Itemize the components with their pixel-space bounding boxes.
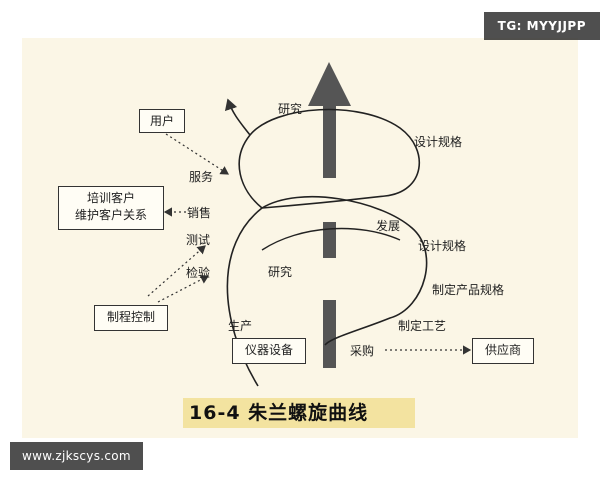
label-process: 制定工艺	[398, 318, 446, 333]
box-instruments-label: 仪器设备	[244, 343, 293, 357]
label-research-upper: 研究	[278, 101, 302, 116]
label-service: 服务	[189, 169, 213, 184]
box-supplier: 供应商	[472, 338, 534, 364]
box-user-label: 用户	[149, 114, 174, 128]
diagram-panel	[22, 38, 578, 438]
spiral-upper-tail	[224, 98, 251, 136]
box-training: 培训客户 维护客户关系	[58, 186, 164, 230]
label-testing: 测试	[186, 232, 210, 247]
label-design-spec-lower: 设计规格	[418, 238, 466, 253]
box-process-control-label: 制程控制	[106, 310, 155, 324]
connector-user-service	[165, 133, 230, 175]
box-user: 用户	[139, 109, 185, 133]
watermark-top: TG: MYYJJPP	[483, 12, 600, 40]
spiral-upper-loop	[238, 108, 421, 209]
caption-highlight	[183, 398, 415, 428]
watermark-bottom: www.zjkscys.com	[10, 442, 143, 470]
label-research-lower: 研究	[268, 264, 292, 279]
spiral-lower-inner	[261, 227, 401, 251]
box-training-line1: 培训客户	[86, 191, 135, 205]
label-design-spec-upper: 设计规格	[414, 134, 462, 149]
label-product-spec: 制定产品规格	[432, 282, 504, 297]
figure-caption: 16-4 朱兰螺旋曲线	[189, 402, 369, 424]
label-procurement: 采购	[350, 343, 374, 358]
label-development: 发展	[376, 218, 400, 233]
label-inspection: 检验	[186, 265, 210, 280]
box-training-line2: 维护客户关系	[74, 208, 147, 222]
box-process-control: 制程控制	[94, 305, 168, 331]
box-supplier-label: 供应商	[484, 343, 521, 357]
connector-control-inspection	[157, 275, 210, 303]
spiral-lower-loop	[226, 196, 428, 387]
central-arrow	[308, 62, 351, 368]
label-sales: 销售	[187, 205, 211, 220]
box-instruments: 仪器设备	[232, 338, 306, 364]
label-production: 生产	[228, 319, 252, 333]
